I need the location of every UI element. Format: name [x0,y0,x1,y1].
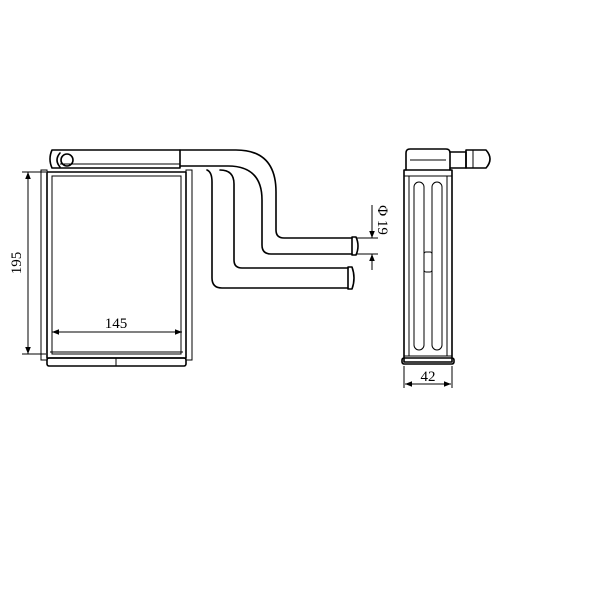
height-dimension: 195 [9,171,46,355]
top-header [49,149,181,169]
height-label: 195 [9,252,25,275]
side-core [401,169,455,365]
side-top-fitting [405,148,491,171]
width-label: 145 [105,316,128,332]
side-view: 42 [401,148,491,388]
depth-label: 42 [421,369,436,385]
heater-core [40,169,193,367]
pipe-diameter-label: Φ 19 [374,205,390,235]
front-view: 195 145 Φ 19 [9,149,390,367]
lower-pipe [206,169,355,290]
pipe-diameter-dimension: Φ 19 [357,205,390,270]
width-dimension: 145 [52,316,182,335]
upper-pipe [179,149,359,256]
depth-dimension: 42 [403,366,453,388]
